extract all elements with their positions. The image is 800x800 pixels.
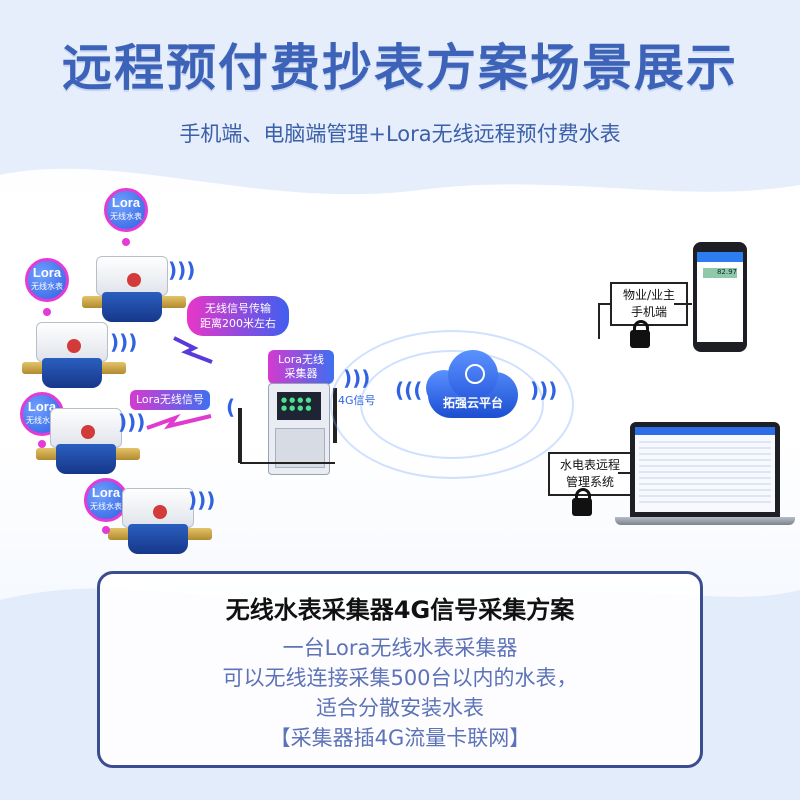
lock-icon — [572, 488, 592, 516]
water-meter — [22, 322, 132, 394]
scheme-title: 无线水表采集器4G信号采集方案 — [225, 596, 575, 624]
scheme-line: 【采集器插4G流量卡联网】 — [269, 726, 531, 750]
lock-icon — [465, 364, 485, 384]
wireless-signal-icon: ((( — [395, 378, 423, 402]
lightning-icon — [146, 413, 212, 430]
pin-dot — [38, 440, 46, 448]
connector-line — [618, 472, 632, 474]
antenna-cable — [240, 462, 335, 464]
lora-pin-badge: Lora 无线水表 — [104, 188, 148, 232]
scheme-line: 可以无线连接采集500台以内的水表， — [222, 666, 578, 690]
lora-pin-badge: Lora 无线水表 — [25, 258, 69, 302]
pin-dot — [122, 238, 130, 246]
scheme-description: 一台Lora无线水表采集器 可以无线连接采集500台以内的水表， 适合分散安装水… — [100, 633, 700, 753]
wireless-signal-icon: ))) — [188, 488, 216, 512]
lora-collector-device: ●●●●●●●● — [268, 383, 330, 475]
wireless-signal-icon: ))) — [530, 378, 558, 402]
page-title: 远程预付费抄表方案场景展示 — [62, 39, 738, 97]
lock-icon — [630, 320, 650, 348]
collector-label: Lora无线 采集器 — [268, 350, 334, 384]
wireless-signal-icon: ))) — [168, 258, 196, 282]
lora-signal-tag: Lora无线信号 — [130, 390, 210, 410]
water-meter — [108, 488, 218, 560]
connector-line — [598, 303, 600, 339]
signal-ring — [330, 330, 574, 479]
scheme-line: 一台Lora无线水表采集器 — [282, 636, 518, 660]
lightning-icon — [173, 336, 213, 364]
laptop-base — [615, 517, 795, 525]
collector-antenna — [238, 408, 242, 463]
scheme-info-box: 无线水表采集器4G信号采集方案 一台Lora无线水表采集器 可以无线连接采集50… — [97, 571, 703, 768]
laptop-screen — [630, 422, 780, 517]
transmission-callout: 无线信号传输 距离200米左右 — [187, 296, 289, 336]
lora-pin-badge: Lora 无线水表 — [84, 478, 128, 522]
signal-ring — [360, 350, 544, 459]
pin-dot — [102, 526, 110, 534]
cloud-platform-label: 拓强云平台 — [442, 396, 503, 410]
cloud-icon: 拓强云平台 — [418, 350, 528, 420]
water-meter — [82, 256, 192, 328]
water-meter — [36, 408, 146, 480]
pc-end-label: 水电表远程 管理系统 — [548, 452, 632, 496]
smartphone: 82.97 — [693, 242, 747, 352]
page-subtitle: 手机端、电脑端管理+Lora无线远程预付费水表 — [179, 122, 621, 146]
wireless-signal-icon: ))) — [118, 410, 146, 434]
pin-dot — [43, 308, 51, 316]
scheme-line: 适合分散安装水表 — [316, 696, 484, 720]
wireless-signal-icon: ))) — [110, 330, 138, 354]
wireless-signal-icon: ( — [226, 395, 236, 419]
connector-line — [674, 303, 692, 305]
connector-line — [598, 303, 610, 305]
